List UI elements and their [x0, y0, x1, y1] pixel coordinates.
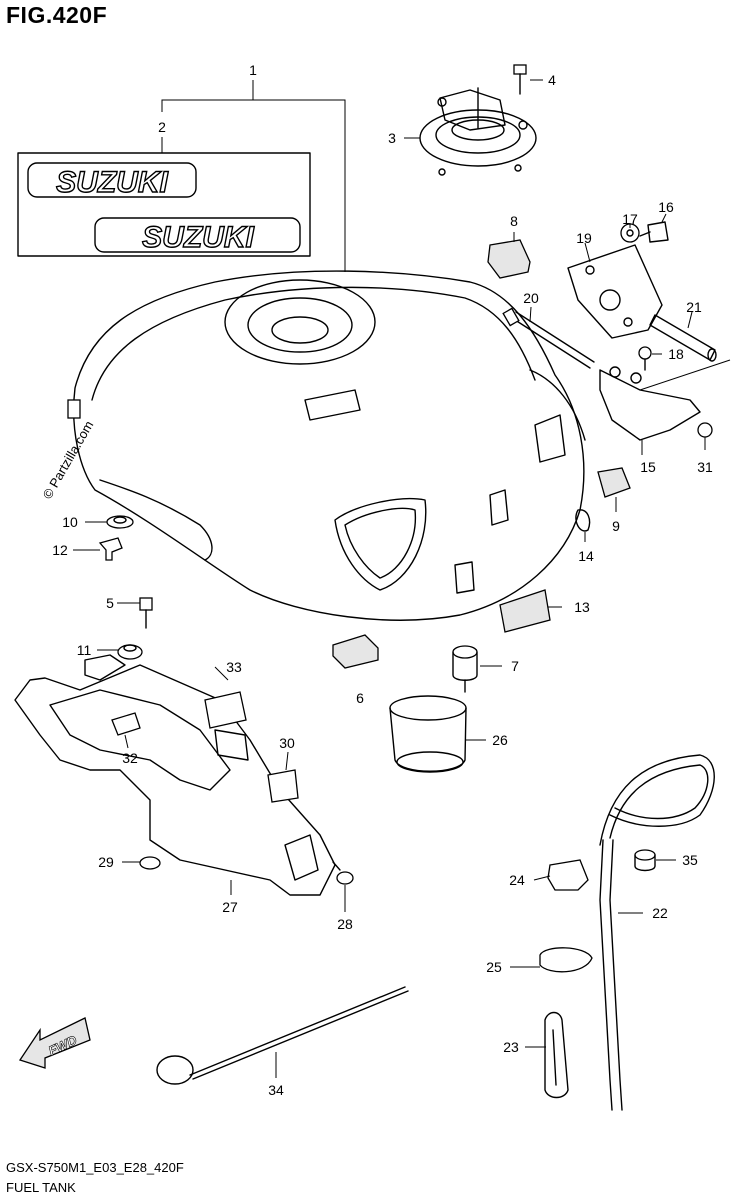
callout-19: 19 [576, 230, 592, 246]
label-30 [267, 769, 299, 803]
cushion-6 [332, 634, 379, 669]
callout-32: 32 [122, 750, 138, 766]
callout-2: 2 [158, 119, 166, 135]
fuel-tank-body [67, 270, 586, 621]
callout-10: 10 [62, 514, 78, 530]
suzuki-emblem-upper: SUZUKI [27, 162, 197, 200]
callout-21: 21 [686, 299, 702, 315]
hose-22 [599, 754, 715, 1111]
cushion-9 [597, 467, 631, 498]
bracket-15 [599, 359, 731, 441]
callout-28: 28 [337, 916, 353, 932]
holder-23 [544, 1011, 569, 1099]
callout-24: 24 [509, 872, 525, 888]
callout-15: 15 [640, 459, 656, 475]
cushion-12 [98, 537, 123, 561]
callout-8: 8 [510, 213, 518, 229]
callout-16: 16 [658, 199, 674, 215]
callout-35: 35 [682, 852, 698, 868]
grommet-10 [106, 515, 134, 529]
callout-18: 18 [668, 346, 684, 362]
callout-6: 6 [356, 690, 364, 706]
callout-14: 14 [578, 548, 594, 564]
leader-lines [73, 79, 706, 1078]
callout-13: 13 [574, 599, 590, 615]
callout-29: 29 [98, 854, 114, 870]
ring-26 [389, 695, 467, 773]
frame-cover-27 [14, 654, 336, 896]
callout-22: 22 [652, 905, 668, 921]
callout-20: 20 [523, 290, 539, 306]
emblem-text-lower: SUZUKI [142, 221, 254, 254]
prop-rod-34 [156, 986, 409, 1085]
damper-7 [452, 645, 478, 693]
grommet-11 [117, 644, 143, 660]
callout-1: 1 [249, 62, 257, 78]
label-33 [204, 691, 247, 729]
nut-31 [697, 422, 713, 438]
bracket-19 [567, 244, 663, 339]
callout-33: 33 [226, 659, 242, 675]
reflector-13 [499, 589, 551, 633]
callout-34: 34 [268, 1082, 284, 1098]
cap-bolt [513, 64, 527, 95]
collar-21 [649, 314, 717, 362]
callout-27: 27 [222, 899, 238, 915]
callout-9: 9 [612, 518, 620, 534]
figure-title: FIG.420F [6, 2, 108, 28]
callout-23: 23 [503, 1039, 519, 1055]
bolt-20 [502, 307, 595, 369]
clamp-24 [547, 859, 589, 891]
callout-7: 7 [511, 658, 519, 674]
callout-17: 17 [622, 211, 638, 227]
bolt-16 [639, 221, 669, 243]
callout-25: 25 [486, 959, 502, 975]
bolt-28 [332, 861, 354, 885]
callout-11: 11 [77, 642, 92, 658]
clamp-25 [539, 947, 593, 973]
grommet-29 [139, 856, 161, 870]
callout-12: 12 [52, 542, 68, 558]
fuel-cap [419, 87, 537, 176]
callout-31: 31 [697, 459, 713, 475]
emblem-text-upper: SUZUKI [56, 166, 168, 199]
callout-26: 26 [492, 732, 508, 748]
clip-14 [575, 509, 591, 532]
emblem-bracket [17, 80, 346, 272]
suzuki-emblem-lower: SUZUKI [94, 217, 301, 255]
cushion-8 [487, 239, 531, 279]
callout-30: 30 [279, 735, 295, 751]
callout-5: 5 [106, 595, 114, 611]
bolt-18 [638, 346, 652, 371]
label-32 [111, 712, 141, 736]
diagram-code: GSX-S750M1_E03_E28_420F [6, 1160, 184, 1175]
callout-3: 3 [388, 130, 396, 146]
bolt-5 [139, 597, 153, 629]
watermark: © Partzilla.com [40, 418, 97, 501]
diagram-name: FUEL TANK [6, 1180, 76, 1195]
cap-35 [634, 849, 656, 872]
callout-4: 4 [548, 72, 556, 88]
callout-labels: 1 2 3 4 5 6 7 8 9 10 11 12 13 14 15 16 1… [52, 62, 713, 1098]
fwd-arrow: FWD [18, 1017, 91, 1069]
